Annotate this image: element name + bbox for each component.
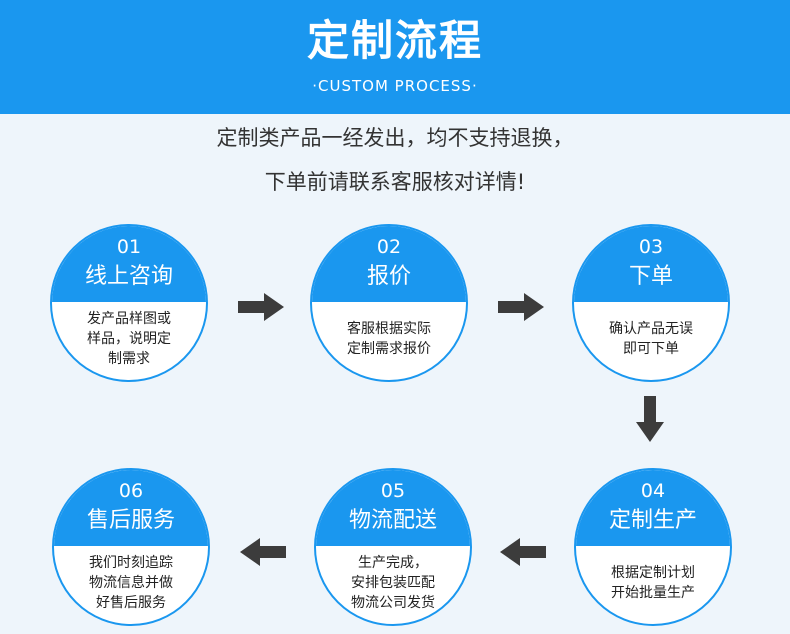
step-04-number: 04 bbox=[640, 480, 666, 502]
step-02: 02 报价 客服根据实际 定制需求报价 bbox=[310, 224, 468, 382]
step-04-title: 定制生产 bbox=[608, 508, 697, 533]
step-02-title: 报价 bbox=[366, 264, 411, 289]
step-06-title: 售后服务 bbox=[86, 508, 175, 533]
step-06: 06 售后服务 我们时刻追踪 物流信息并做 好售后服务 bbox=[52, 468, 210, 626]
step-03-desc-line: 确认产品无误 bbox=[609, 321, 693, 337]
notice-line-2: 下单前请联系客服核对详情! bbox=[264, 170, 526, 194]
step-03-header: 03 下单 bbox=[574, 226, 728, 302]
step-05-desc-line: 生产完成， bbox=[358, 555, 428, 571]
step-01-desc-line: 样品，说明定 bbox=[87, 331, 171, 347]
step-06-desc-line: 我们时刻追踪 bbox=[89, 555, 173, 571]
step-05-description: 生产完成， 安排包装匹配 物流公司发货 bbox=[330, 550, 456, 616]
arrow-right-icon bbox=[498, 293, 544, 321]
step-05: 05 物流配送 生产完成， 安排包装匹配 物流公司发货 bbox=[314, 468, 472, 626]
step-03-number: 03 bbox=[638, 236, 664, 258]
step-01: 01 线上咨询 发产品样图或 样品，说明定 制需求 bbox=[50, 224, 208, 382]
step-03-description: 确认产品无误 即可下单 bbox=[588, 306, 714, 372]
step-06-desc-line: 物流信息并做 bbox=[89, 575, 173, 591]
step-06-number: 06 bbox=[118, 480, 144, 502]
arrow-right-icon bbox=[238, 293, 284, 321]
step-06-header: 06 售后服务 bbox=[54, 470, 208, 546]
step-06-desc-line: 好售后服务 bbox=[96, 595, 166, 611]
step-04-desc-line: 根据定制计划 bbox=[611, 565, 695, 581]
step-04: 04 定制生产 根据定制计划 开始批量生产 bbox=[574, 468, 732, 626]
page-title: 定制流程 bbox=[306, 16, 483, 65]
notice-line-1: 定制类产品一经发出，均不支持退换， bbox=[216, 126, 574, 150]
step-04-description: 根据定制计划 开始批量生产 bbox=[590, 550, 716, 616]
step-05-header: 05 物流配送 bbox=[316, 470, 470, 546]
step-02-header: 02 报价 bbox=[312, 226, 466, 302]
step-05-number: 05 bbox=[380, 480, 406, 502]
step-04-header: 04 定制生产 bbox=[576, 470, 730, 546]
step-01-description: 发产品样图或 样品，说明定 制需求 bbox=[66, 306, 192, 372]
step-06-description: 我们时刻追踪 物流信息并做 好售后服务 bbox=[68, 550, 194, 616]
step-01-title: 线上咨询 bbox=[84, 264, 173, 289]
arrow-left-icon bbox=[240, 538, 286, 566]
step-01-header: 01 线上咨询 bbox=[52, 226, 206, 302]
step-01-desc-line: 制需求 bbox=[108, 351, 150, 367]
header-banner: 定制流程 ·CUSTOM PROCESS· bbox=[0, 0, 790, 114]
arrow-left-icon bbox=[500, 538, 546, 566]
page-subtitle: ·CUSTOM PROCESS· bbox=[312, 77, 478, 95]
step-05-title: 物流配送 bbox=[348, 508, 437, 533]
step-01-number: 01 bbox=[116, 236, 142, 258]
step-03-title: 下单 bbox=[628, 264, 673, 289]
step-03-desc-line: 即可下单 bbox=[623, 341, 679, 357]
arrow-down-icon bbox=[636, 396, 664, 442]
step-03: 03 下单 确认产品无误 即可下单 bbox=[572, 224, 730, 382]
step-04-desc-line: 开始批量生产 bbox=[611, 585, 695, 601]
step-05-desc-line: 物流公司发货 bbox=[351, 595, 435, 611]
step-02-desc-line: 客服根据实际 bbox=[347, 321, 431, 337]
step-02-number: 02 bbox=[376, 236, 402, 258]
step-02-desc-line: 定制需求报价 bbox=[347, 341, 431, 357]
step-05-desc-line: 安排包装匹配 bbox=[351, 575, 435, 591]
step-01-desc-line: 发产品样图或 bbox=[87, 311, 171, 327]
step-02-description: 客服根据实际 定制需求报价 bbox=[326, 306, 452, 372]
